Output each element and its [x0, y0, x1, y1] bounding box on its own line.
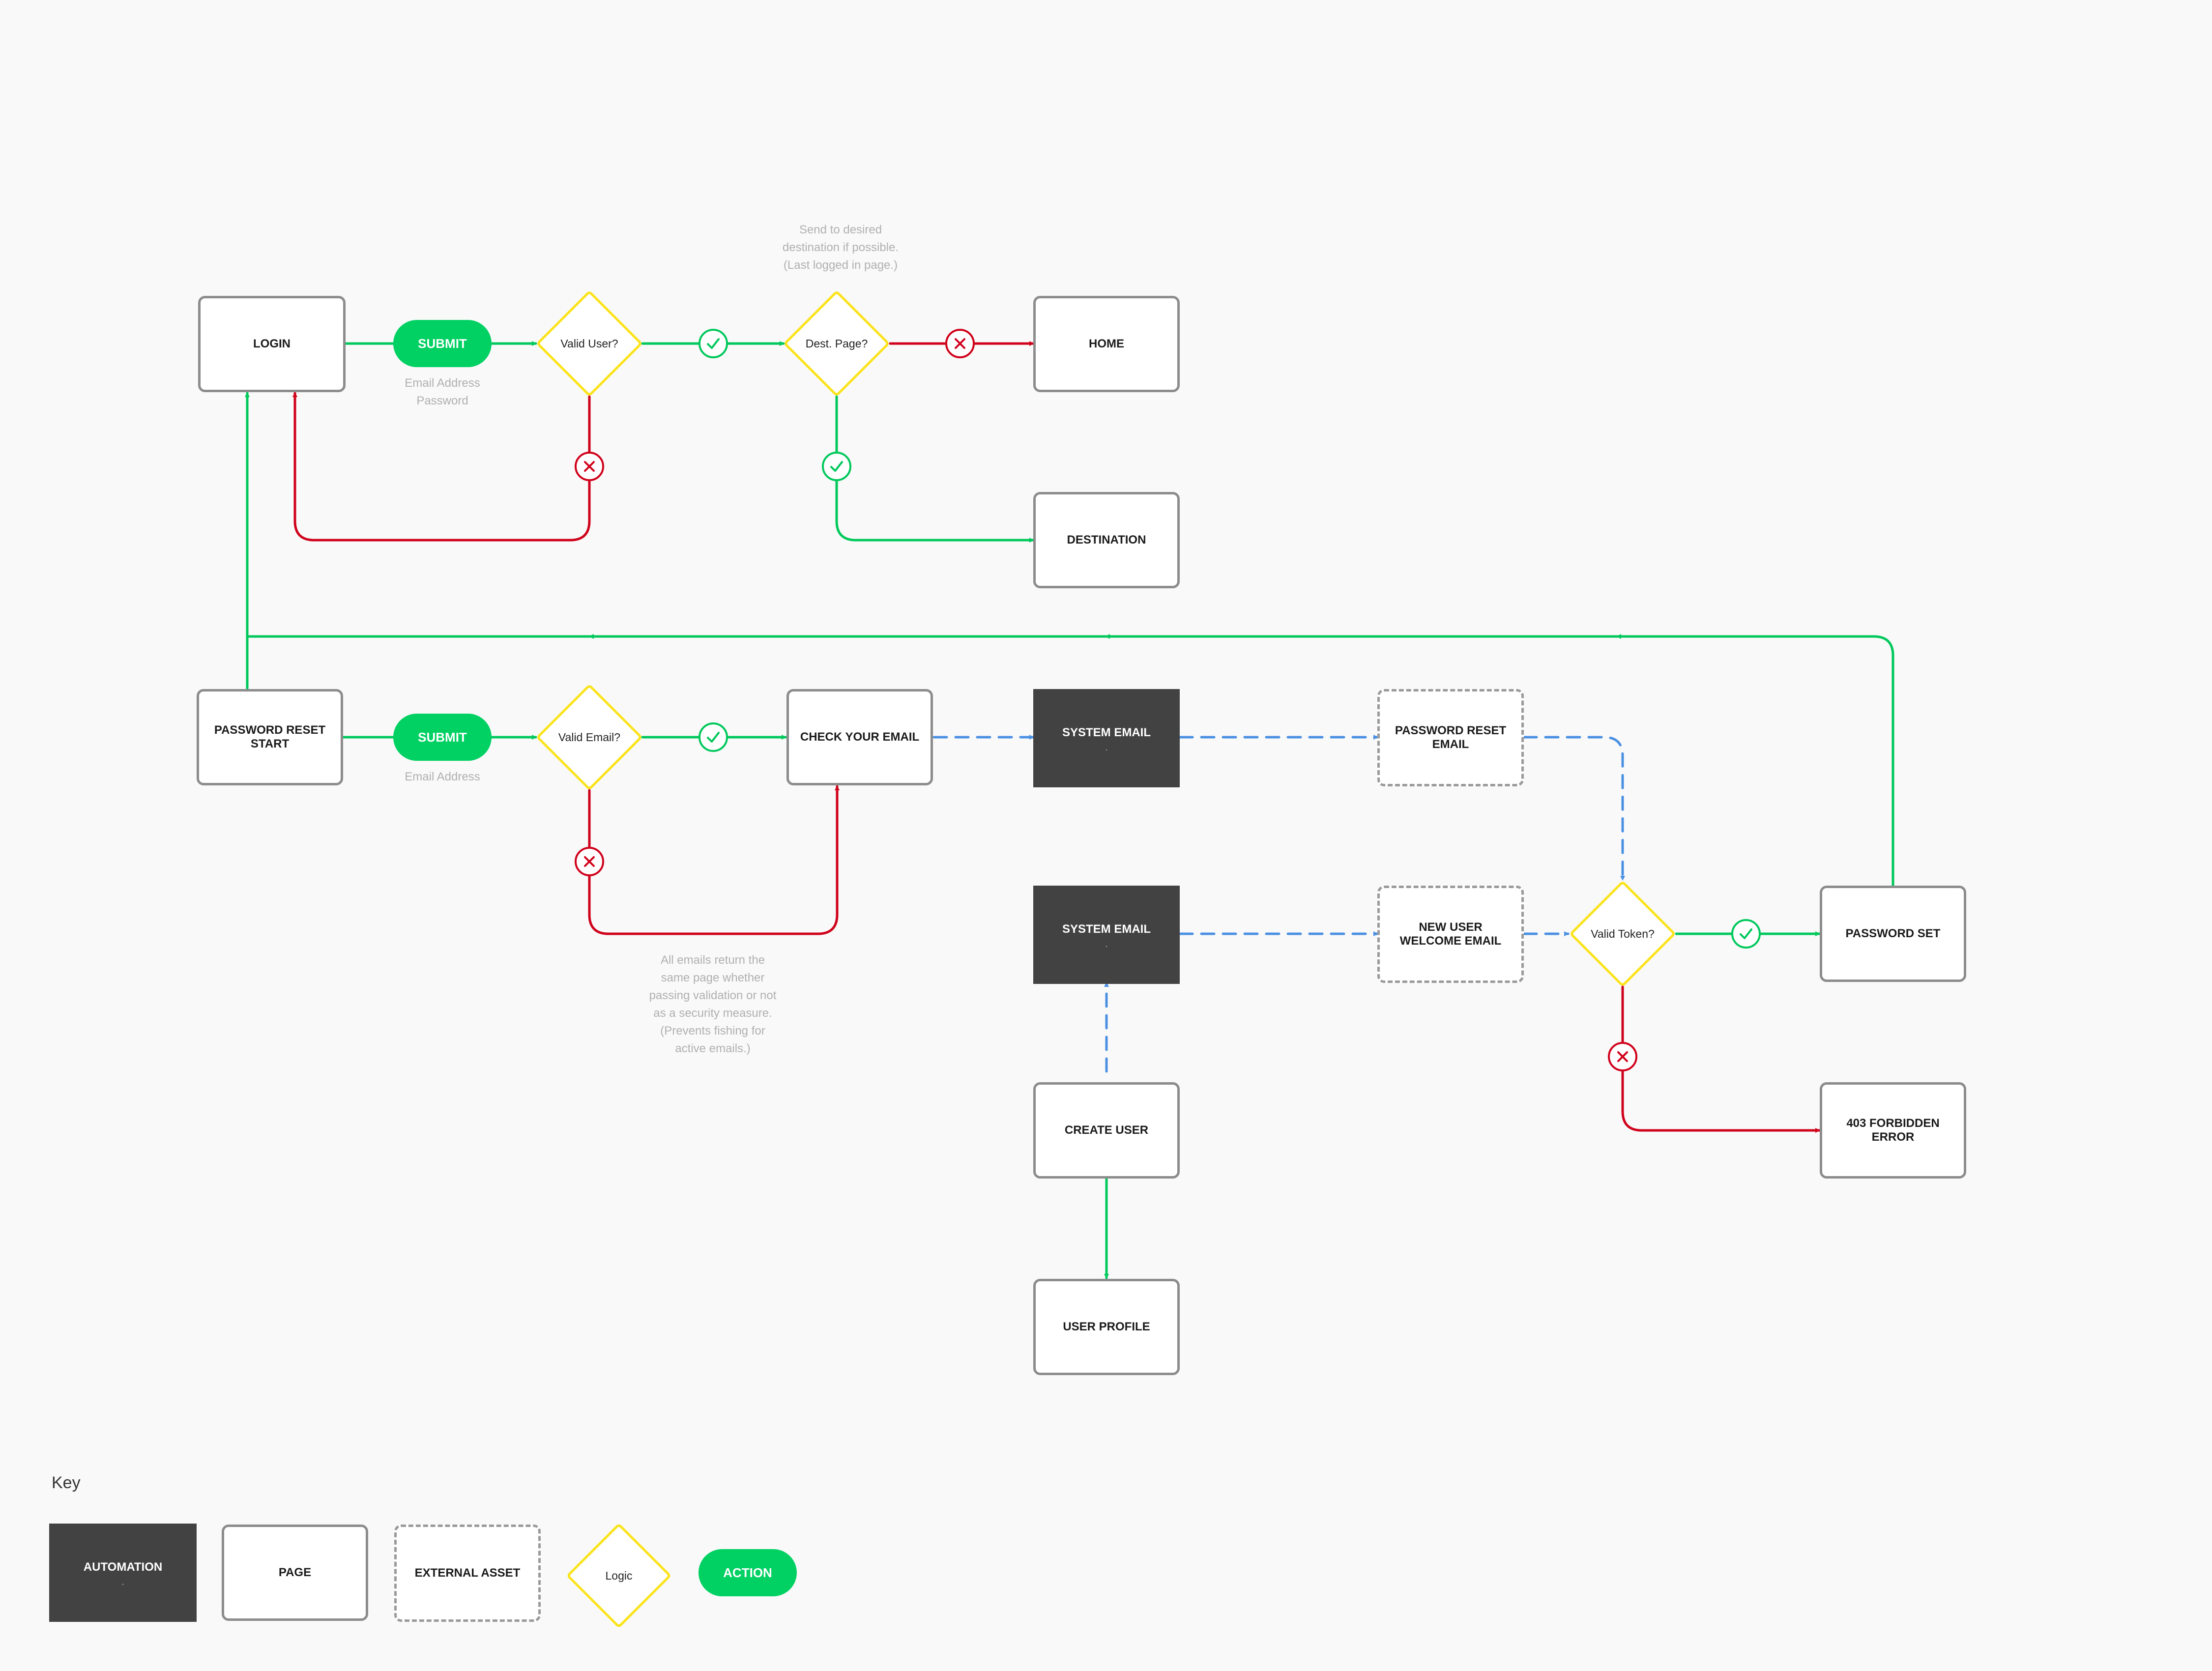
valid-email-label: Valid Email? [558, 730, 621, 744]
edge-reset-email-to-valid-token [1522, 736, 1625, 881]
home-page[interactable]: HOME [1033, 296, 1180, 392]
password-reset-email-asset[interactable]: PASSWORD RESET EMAIL [1377, 689, 1524, 786]
login-page-label: LOGIN [253, 337, 291, 350]
system-email-bottom-subtext: . [1105, 937, 1108, 950]
note-line: Send to desired [799, 223, 882, 236]
reset-fields-note: Email Address [383, 768, 501, 786]
submit-reset-label: SUBMIT [418, 730, 467, 745]
home-page-label: HOME [1089, 337, 1124, 350]
key-action: ACTION [699, 1549, 797, 1596]
new-user-welcome-email-label: NEW USER WELCOME EMAIL [1399, 921, 1502, 948]
submit-login-action[interactable]: SUBMIT [393, 320, 492, 367]
password-reset-start-label: PASSWORD RESET START [214, 723, 326, 750]
note-line: All emails return the [660, 953, 765, 967]
key-automation-label: AUTOMATION [83, 1560, 163, 1574]
note-line: (Last logged in page.) [783, 259, 898, 272]
submit-reset-action[interactable]: SUBMIT [393, 714, 492, 761]
edge-valid-email-to-check-email-fail [588, 785, 840, 935]
forbidden-error-page[interactable]: 403 FORBIDDEN ERROR [1820, 1082, 1966, 1179]
destination-page[interactable]: DESTINATION [1033, 492, 1180, 588]
system-email-top-label: SYSTEM EMAIL [1062, 726, 1151, 739]
check-your-email-label: CHECK YOUR EMAIL [800, 730, 920, 744]
system-email-bottom-label: SYSTEM EMAIL [1062, 922, 1151, 936]
edge-password-set-to-login [245, 392, 1894, 887]
key-external-asset-label: EXTERNAL ASSET [414, 1566, 521, 1580]
user-profile-page[interactable]: USER PROFILE [1033, 1279, 1180, 1375]
edge-valid-user-back-to-login [292, 392, 591, 542]
x-icon [575, 847, 604, 876]
check-your-email-page[interactable]: CHECK YOUR EMAIL [786, 689, 933, 785]
note-line: Email Address [405, 376, 480, 390]
new-user-welcome-email-asset[interactable]: NEW USER WELCOME EMAIL [1377, 886, 1524, 983]
key-action-label: ACTION [723, 1565, 772, 1580]
x-icon [1608, 1042, 1637, 1071]
note-line: as a security measure. [653, 1007, 772, 1020]
note-line: same page whether [661, 971, 765, 984]
key-logic-label: Logic [605, 1569, 633, 1582]
x-icon [575, 452, 604, 481]
valid-user-label: Valid User? [560, 337, 618, 350]
password-reset-start-page[interactable]: PASSWORD RESET START [197, 689, 343, 785]
security-note: All emails return the same page whether … [619, 951, 806, 1058]
valid-token-label: Valid Token? [1591, 927, 1655, 940]
key-title: Key [52, 1473, 81, 1492]
key-page: PAGE [222, 1525, 368, 1621]
destination-page-label: DESTINATION [1067, 533, 1146, 547]
create-user-label: CREATE USER [1064, 1124, 1149, 1137]
system-email-top-subtext: . [1105, 741, 1108, 753]
note-line: passing validation or not [649, 989, 777, 1002]
check-icon [699, 329, 728, 358]
check-icon [699, 722, 728, 752]
x-icon [945, 329, 975, 358]
note-line: Email Address [405, 770, 480, 783]
password-reset-email-label: PASSWORD RESET EMAIL [1395, 724, 1507, 751]
destination-note: Send to desired destination if possible.… [747, 221, 934, 274]
key-page-label: PAGE [278, 1566, 312, 1579]
create-user-page[interactable]: CREATE USER [1033, 1082, 1180, 1179]
password-set-label: PASSWORD SET [1845, 927, 1941, 940]
key-external-asset: EXTERNAL ASSET [394, 1525, 541, 1622]
password-set-page[interactable]: PASSWORD SET [1820, 886, 1966, 982]
forbidden-error-label: 403 FORBIDDEN ERROR [1846, 1117, 1940, 1144]
login-fields-note: Email Address Password [383, 375, 501, 410]
dest-page-label: Dest. Page? [805, 337, 868, 350]
submit-login-label: SUBMIT [418, 336, 467, 351]
user-profile-label: USER PROFILE [1063, 1320, 1150, 1333]
note-line: active emails.) [675, 1042, 751, 1055]
system-email-automation-bottom[interactable]: SYSTEM EMAIL . [1033, 886, 1180, 984]
key-automation-subtext: . [121, 1575, 125, 1587]
edge-valid-token-to-forbidden [1621, 985, 1821, 1133]
key-automation: AUTOMATION . [49, 1524, 197, 1622]
edge-dest-page-to-destination [835, 395, 1035, 543]
system-email-automation-top[interactable]: SYSTEM EMAIL . [1033, 689, 1180, 787]
login-page[interactable]: LOGIN [198, 296, 346, 392]
check-icon [822, 452, 851, 481]
note-line: (Prevents fishing for [660, 1024, 765, 1037]
check-icon [1731, 919, 1761, 949]
note-line: destination if possible. [782, 241, 899, 254]
note-line: Password [416, 394, 468, 407]
